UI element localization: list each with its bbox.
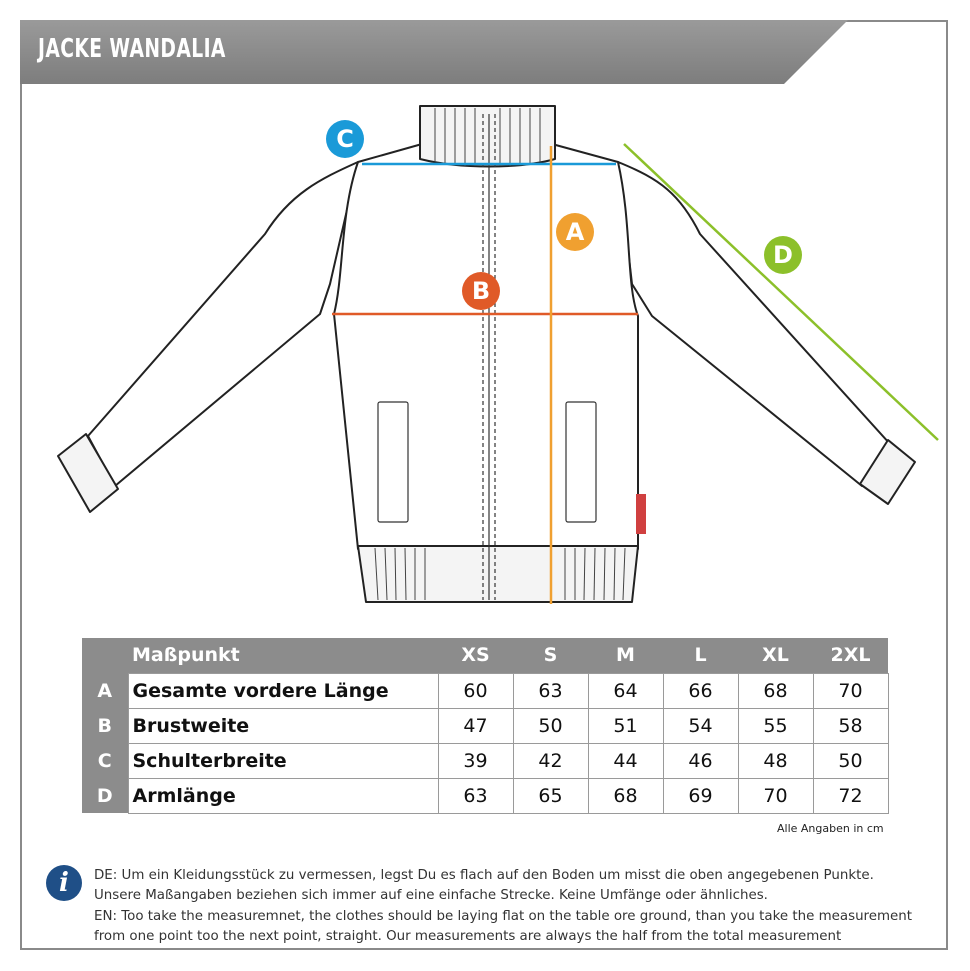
cell-value: 64 [587, 672, 664, 709]
cell-value: 65 [512, 777, 589, 814]
cell-value: 58 [812, 707, 889, 744]
header-size: 2XL [813, 638, 888, 673]
cell-value: 60 [437, 672, 514, 709]
cell-value: 44 [587, 742, 664, 779]
marker-b: B [462, 272, 500, 310]
cell-value: 39 [437, 742, 514, 779]
right-cuff [859, 439, 916, 505]
row-name: Schulterbreite [127, 742, 439, 779]
header-size: L [663, 638, 738, 673]
info-text: DE: Um ein Kleidungsstück zu vermessen, … [94, 866, 934, 947]
jacket-body [333, 143, 639, 550]
right-sleeve [617, 161, 891, 487]
title-band [20, 20, 848, 84]
measure-line-d [623, 143, 939, 441]
table-row: A Gesamte vordere Länge 60 63 64 66 68 7… [82, 672, 889, 709]
table-row: C Schulterbreite 39 42 44 46 48 50 [82, 742, 889, 779]
table-header-row: Maßpunkt XS S M L XL 2XL [82, 638, 888, 673]
waistband [357, 545, 639, 603]
table-row: D Armlänge 63 65 68 69 70 72 [82, 777, 889, 814]
row-letter: D [82, 778, 128, 813]
title-band-shape [20, 20, 848, 84]
header-label: Maßpunkt [128, 638, 438, 673]
cell-value: 63 [437, 777, 514, 814]
info-line: from one point too the next point, strai… [94, 928, 842, 944]
info-line: DE: Um ein Kleidungsstück zu vermessen, … [94, 868, 874, 883]
cell-value: 54 [662, 707, 739, 744]
cell-value: 55 [737, 707, 814, 744]
collar [419, 105, 556, 168]
page-title: JACKE WANDALIA [38, 34, 226, 64]
marker-a: A [556, 213, 594, 251]
header-size: M [588, 638, 663, 673]
cell-value: 69 [662, 777, 739, 814]
info-line: Unsere Maßangaben beziehen sich immer au… [94, 888, 768, 904]
left-cuff [57, 433, 119, 513]
cell-value: 70 [812, 672, 889, 709]
cell-value: 68 [737, 672, 814, 709]
cell-value: 72 [812, 777, 889, 814]
row-name: Armlänge [127, 777, 439, 814]
marker-c: C [326, 120, 364, 158]
row-name: Brustweite [127, 707, 439, 744]
cell-value: 51 [587, 707, 664, 744]
info-line: EN: Too take the measuremnet, the clothe… [94, 908, 913, 924]
cell-value: 50 [812, 742, 889, 779]
cell-value: 46 [662, 742, 739, 779]
row-letter: A [82, 673, 128, 708]
cell-value: 48 [737, 742, 814, 779]
header-size: S [513, 638, 588, 673]
cell-value: 63 [512, 672, 589, 709]
jacket-diagram [57, 105, 939, 604]
row-letter: C [82, 743, 128, 778]
left-sleeve [87, 161, 359, 487]
cell-value: 66 [662, 672, 739, 709]
row-letter: B [82, 708, 128, 743]
row-name: Gesamte vordere Länge [127, 672, 439, 709]
cell-value: 50 [512, 707, 589, 744]
cell-value: 47 [437, 707, 514, 744]
table-row: B Brustweite 47 50 51 54 55 58 [82, 707, 889, 744]
cell-value: 70 [737, 777, 814, 814]
cell-value: 68 [587, 777, 664, 814]
header-size: XL [738, 638, 813, 673]
cell-value: 42 [512, 742, 589, 779]
header-size: XS [438, 638, 513, 673]
info-icon: i [46, 865, 82, 901]
units-note: Alle Angaben in cm [777, 822, 884, 835]
size-table: Maßpunkt XS S M L XL 2XL A Gesamte vorde… [82, 638, 889, 814]
header-letter-cell [82, 638, 128, 673]
marker-d: D [764, 236, 802, 274]
brand-label [636, 494, 646, 534]
